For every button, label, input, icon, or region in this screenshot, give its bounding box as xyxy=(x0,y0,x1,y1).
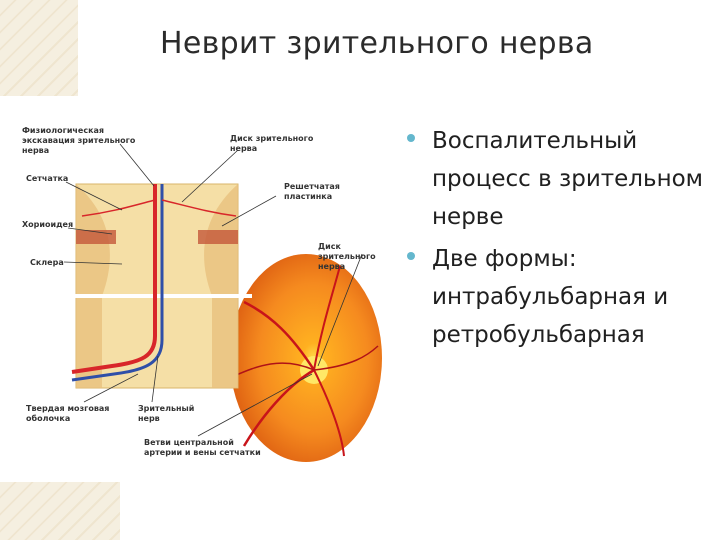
label-optic-nerve: Зрительный нерв xyxy=(138,404,195,423)
label-vessels: Ветви центральной артерии и вены сетчатк… xyxy=(144,438,261,457)
slide-title: Неврит зрительного нерва xyxy=(160,26,594,61)
decorative-bottom-pattern xyxy=(0,482,120,540)
anatomy-diagram xyxy=(62,143,382,462)
bullet-dot-icon xyxy=(407,252,415,260)
bullet-item: Воспалительный процесс в зрительном нерв… xyxy=(407,122,707,236)
bullet-list: Воспалительный процесс в зрительном нерв… xyxy=(407,122,707,358)
label-sclera: Склера xyxy=(30,258,64,267)
decorative-corner-pattern xyxy=(0,0,78,96)
bullet-item: Две формы: интрабульбарная и ретробульба… xyxy=(407,240,707,354)
label-dura: Твердая мозговая оболочка xyxy=(26,404,110,423)
label-retina: Сетчатка xyxy=(26,174,69,183)
label-disc-top: Диск зрительного нерва xyxy=(230,134,314,153)
label-lamina: Решетчатая пластинка xyxy=(284,182,340,201)
bullet-text: Воспалительный процесс в зрительном нерв… xyxy=(432,128,704,230)
pointer-lines xyxy=(63,143,363,437)
label-excavation: Физиологическая экскавация зрительного н… xyxy=(22,126,136,155)
optic-nerve-illustration: Физиологическая экскавация зрительного н… xyxy=(22,126,394,488)
bullet-text: Две формы: интрабульбарная и ретробульба… xyxy=(432,246,669,348)
bullet-dot-icon xyxy=(407,134,415,142)
fundus-image xyxy=(230,254,382,462)
label-disc-right: Диск зрительного нерва xyxy=(318,242,376,271)
nerve-section xyxy=(62,183,252,389)
label-choroid: Хориоидея xyxy=(22,220,74,229)
